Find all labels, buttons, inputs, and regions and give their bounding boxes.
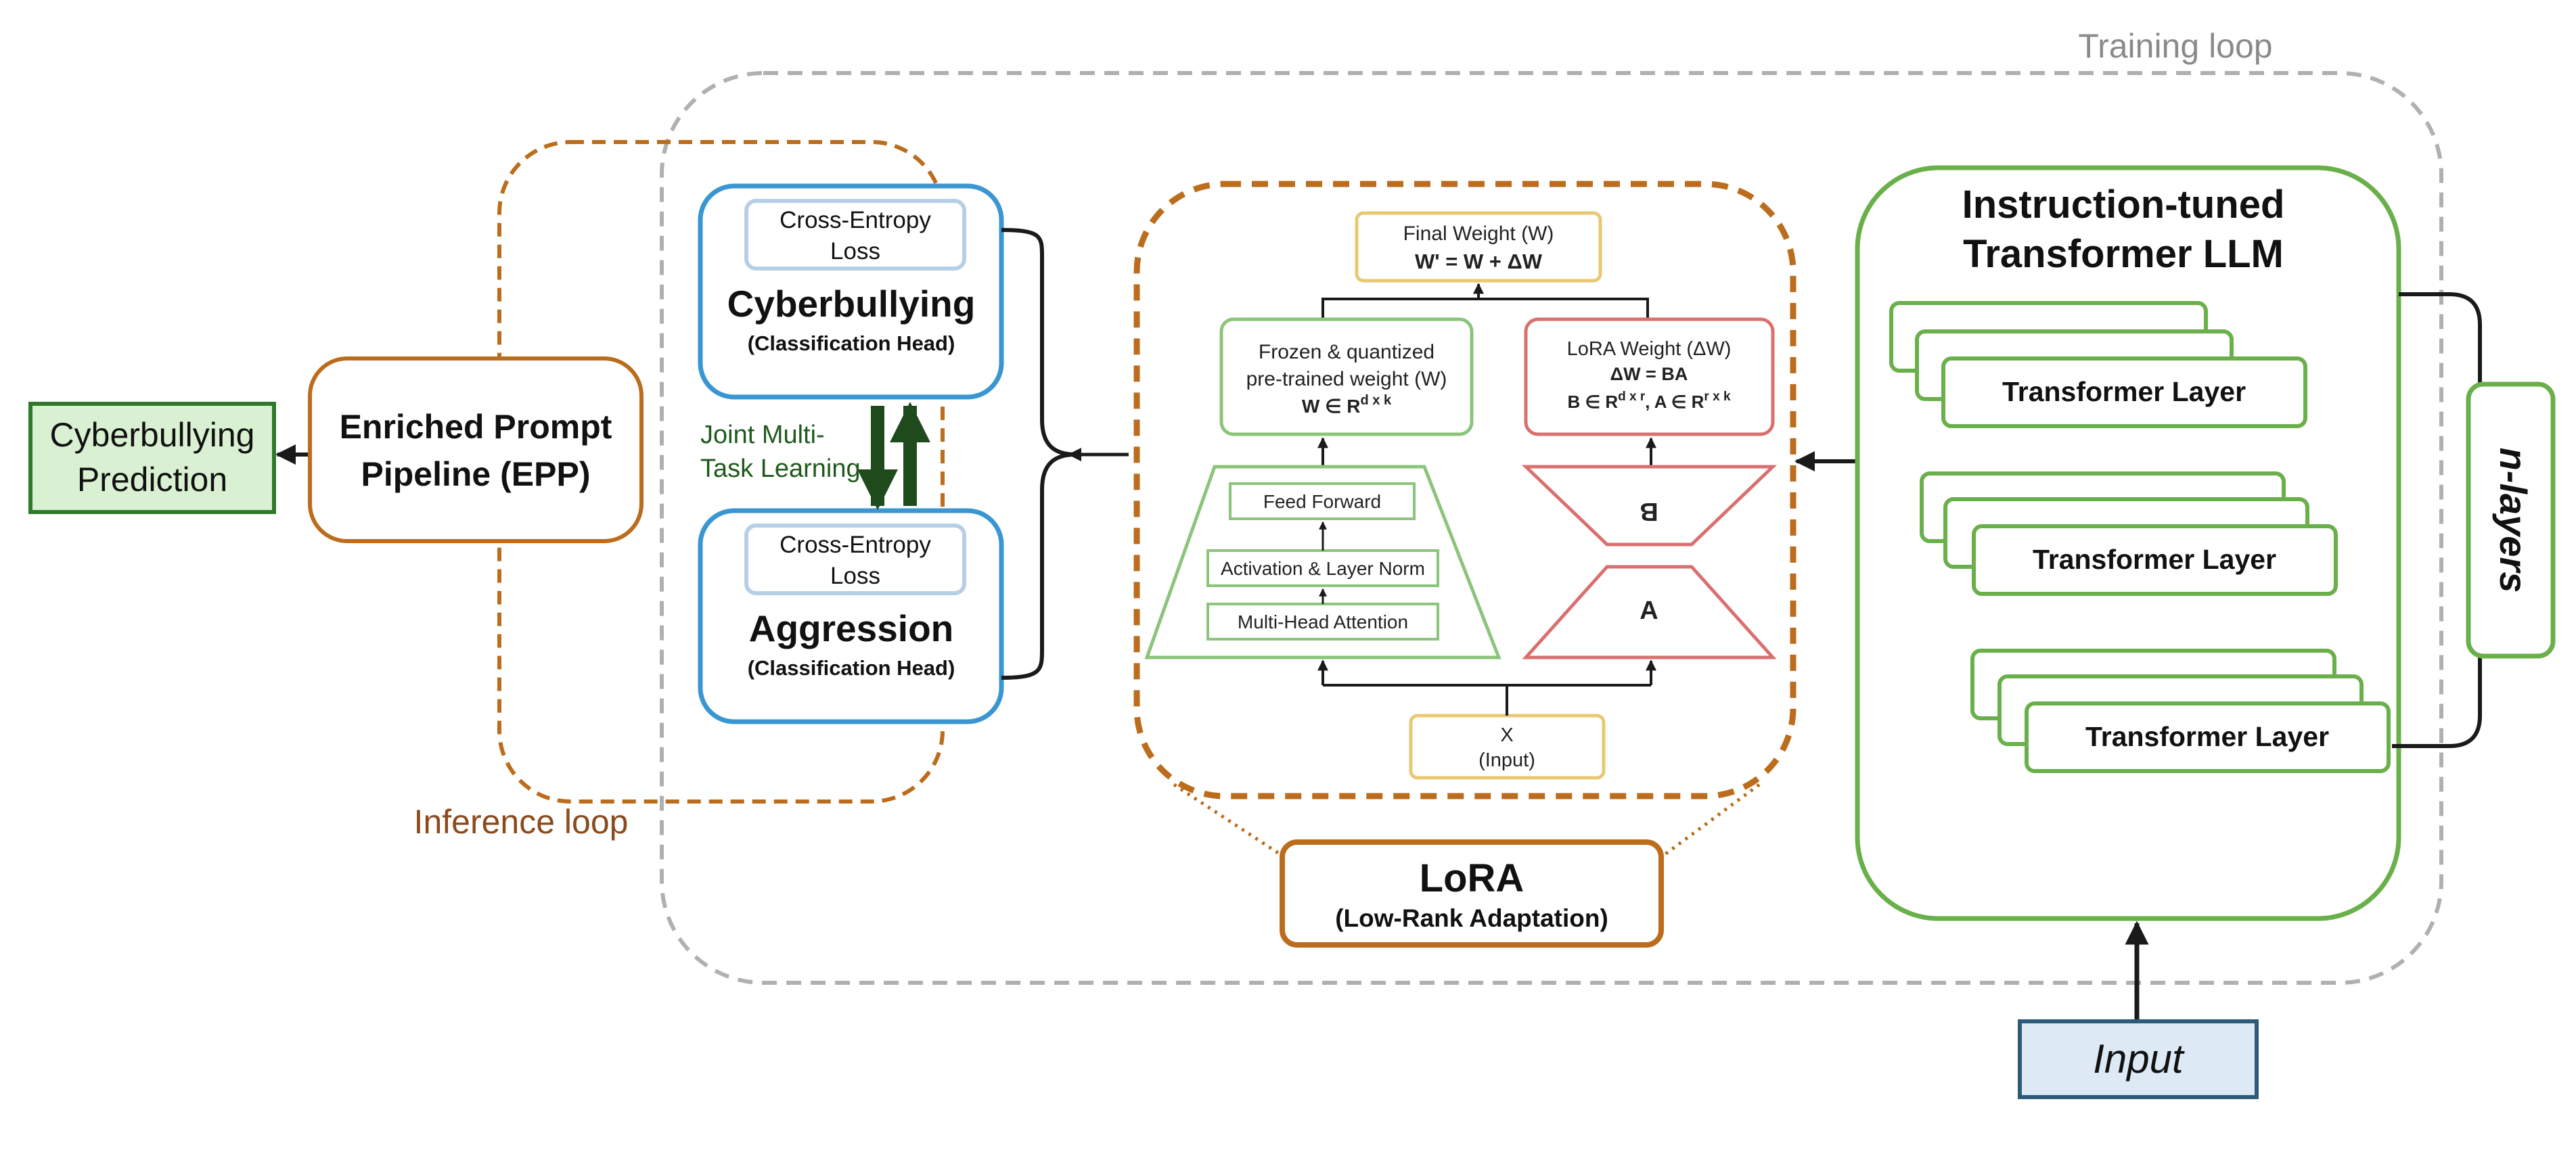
transformer-layer-stack-2: Transformer Layer xyxy=(1920,471,2338,596)
frozen-line3: W ∈ Rd x k xyxy=(1302,393,1392,417)
transformer-layer-stack-1: Transformer Layer xyxy=(1889,301,2307,428)
epp-label-line2: Pipeline (EPP) xyxy=(361,455,591,493)
merge-connector xyxy=(1321,298,1649,318)
final-weight-line1: Final Weight (W) xyxy=(1403,223,1554,245)
transformer-llm: Instruction-tuned Transformer LLM Transf… xyxy=(1855,165,2556,921)
lora-subtitle: (Low-Rank Adaptation) xyxy=(1335,904,1608,932)
inference-loop-label: Inference loop xyxy=(414,803,629,841)
training-loop-label: Training loop xyxy=(2078,27,2272,65)
frozen-line1: Frozen & quantized xyxy=(1259,341,1434,363)
training-loop-boundary xyxy=(660,71,2443,985)
matrix-a-block: A xyxy=(1522,565,1777,659)
cyberbullying-loss-line1: Cross-Entropy xyxy=(779,207,931,233)
aggression-head-subtitle: (Classification Head) xyxy=(748,656,955,680)
aggression-loss-line1: Cross-Entropy xyxy=(779,532,931,558)
matrix-a-label: A xyxy=(1640,597,1658,625)
cyberbullying-head: Cross-Entropy Loss Cyberbullying (Classi… xyxy=(698,183,1004,400)
lora-input-box: X (Input) xyxy=(1409,714,1606,780)
frozen-weight-box: Frozen & quantized pre-trained weight (W… xyxy=(1219,317,1474,436)
transformer-layer-label-2: Transformer Layer xyxy=(2033,544,2276,575)
final-weight-line2: W' = W + ΔW xyxy=(1415,250,1543,273)
transformer-layer-stack-3: Transformer Layer xyxy=(1970,649,2391,773)
heads-brace xyxy=(1001,228,1129,680)
feed-forward-label: Feed Forward xyxy=(1263,491,1381,512)
n-layers-label: n-layers xyxy=(2492,448,2535,593)
transformer-title-line2: Transformer LLM xyxy=(1963,232,2284,276)
lora-label-box: LoRA (Low-Rank Adaptation) xyxy=(1280,839,1664,948)
input-box: Input xyxy=(2018,1019,2259,1099)
aggression-loss-box xyxy=(744,524,966,595)
cyberbullying-head-title: Cyberbullying xyxy=(727,283,976,325)
epp-label-line1: Enriched Prompt xyxy=(340,408,612,446)
cyberbullying-loss-line2: Loss xyxy=(830,238,880,264)
matrix-b-block: B xyxy=(1521,465,1778,547)
prediction-label-line2: Prediction xyxy=(77,461,227,498)
cyberbullying-loss-box xyxy=(744,199,966,271)
prediction-label-line1: Cyberbullying xyxy=(50,416,255,454)
cyberbullying-head-subtitle: (Classification Head) xyxy=(748,331,955,355)
joint-multitask-arrows: Joint Multi- Task Learning xyxy=(700,402,930,510)
feed-forward-box xyxy=(1229,482,1416,520)
lora-input-line2: (Input) xyxy=(1478,749,1535,771)
lora-weight-line1: LoRA Weight (ΔW) xyxy=(1567,338,1732,360)
callout-line-right xyxy=(1662,783,1761,858)
lora-weight-line2: ΔW = BA xyxy=(1610,364,1688,384)
prediction-box: Cyberbullying Prediction xyxy=(28,402,276,514)
transformer-title-line1: Instruction-tuned xyxy=(1962,183,2285,227)
frozen-transformer-block: Feed Forward Activation & Layer Norm Mul… xyxy=(1144,465,1501,659)
final-weight-box: Final Weight (W) W' = W + ΔW xyxy=(1355,211,1602,283)
activation-norm-label: Activation & Layer Norm xyxy=(1221,558,1425,579)
n-layers-box: n-layers xyxy=(2466,381,2556,659)
transformer-layer-label-3: Transformer Layer xyxy=(2085,721,2329,752)
lora-weight-box: LoRA Weight (ΔW) ΔW = BA B ∈ Rd x r, A ∈… xyxy=(1524,317,1775,436)
aggression-head-title: Aggression xyxy=(749,607,954,649)
lora-input-line1: X xyxy=(1500,724,1513,746)
frozen-line2: pre-trained weight (W) xyxy=(1246,368,1447,390)
joint-learning-line1: Joint Multi- xyxy=(700,421,825,449)
aggression-loss-line2: Loss xyxy=(830,563,880,589)
input-label: Input xyxy=(2093,1036,2185,1082)
transformer-layer-label-1: Transformer Layer xyxy=(2002,376,2246,407)
multi-head-attention-label: Multi-Head Attention xyxy=(1238,611,1408,632)
aggression-head: Cross-Entropy Loss Aggression (Classific… xyxy=(698,508,1004,724)
multi-head-attention-box xyxy=(1206,603,1439,641)
lora-weight-line3: B ∈ Rd x r, A ∈ Rr x k xyxy=(1567,390,1730,412)
input-split-connector xyxy=(1323,684,1651,716)
training-loop: Training loop xyxy=(660,27,2443,985)
lora-module: Final Weight (W) W' = W + ΔW Frozen & qu… xyxy=(1133,181,1797,948)
epp-box: Enriched Prompt Pipeline (EPP) xyxy=(308,356,643,543)
joint-learning-line2: Task Learning xyxy=(700,455,861,483)
callout-line-left xyxy=(1173,783,1284,858)
lora-title: LoRA xyxy=(1420,856,1524,900)
matrix-b-label: B xyxy=(1640,497,1658,526)
